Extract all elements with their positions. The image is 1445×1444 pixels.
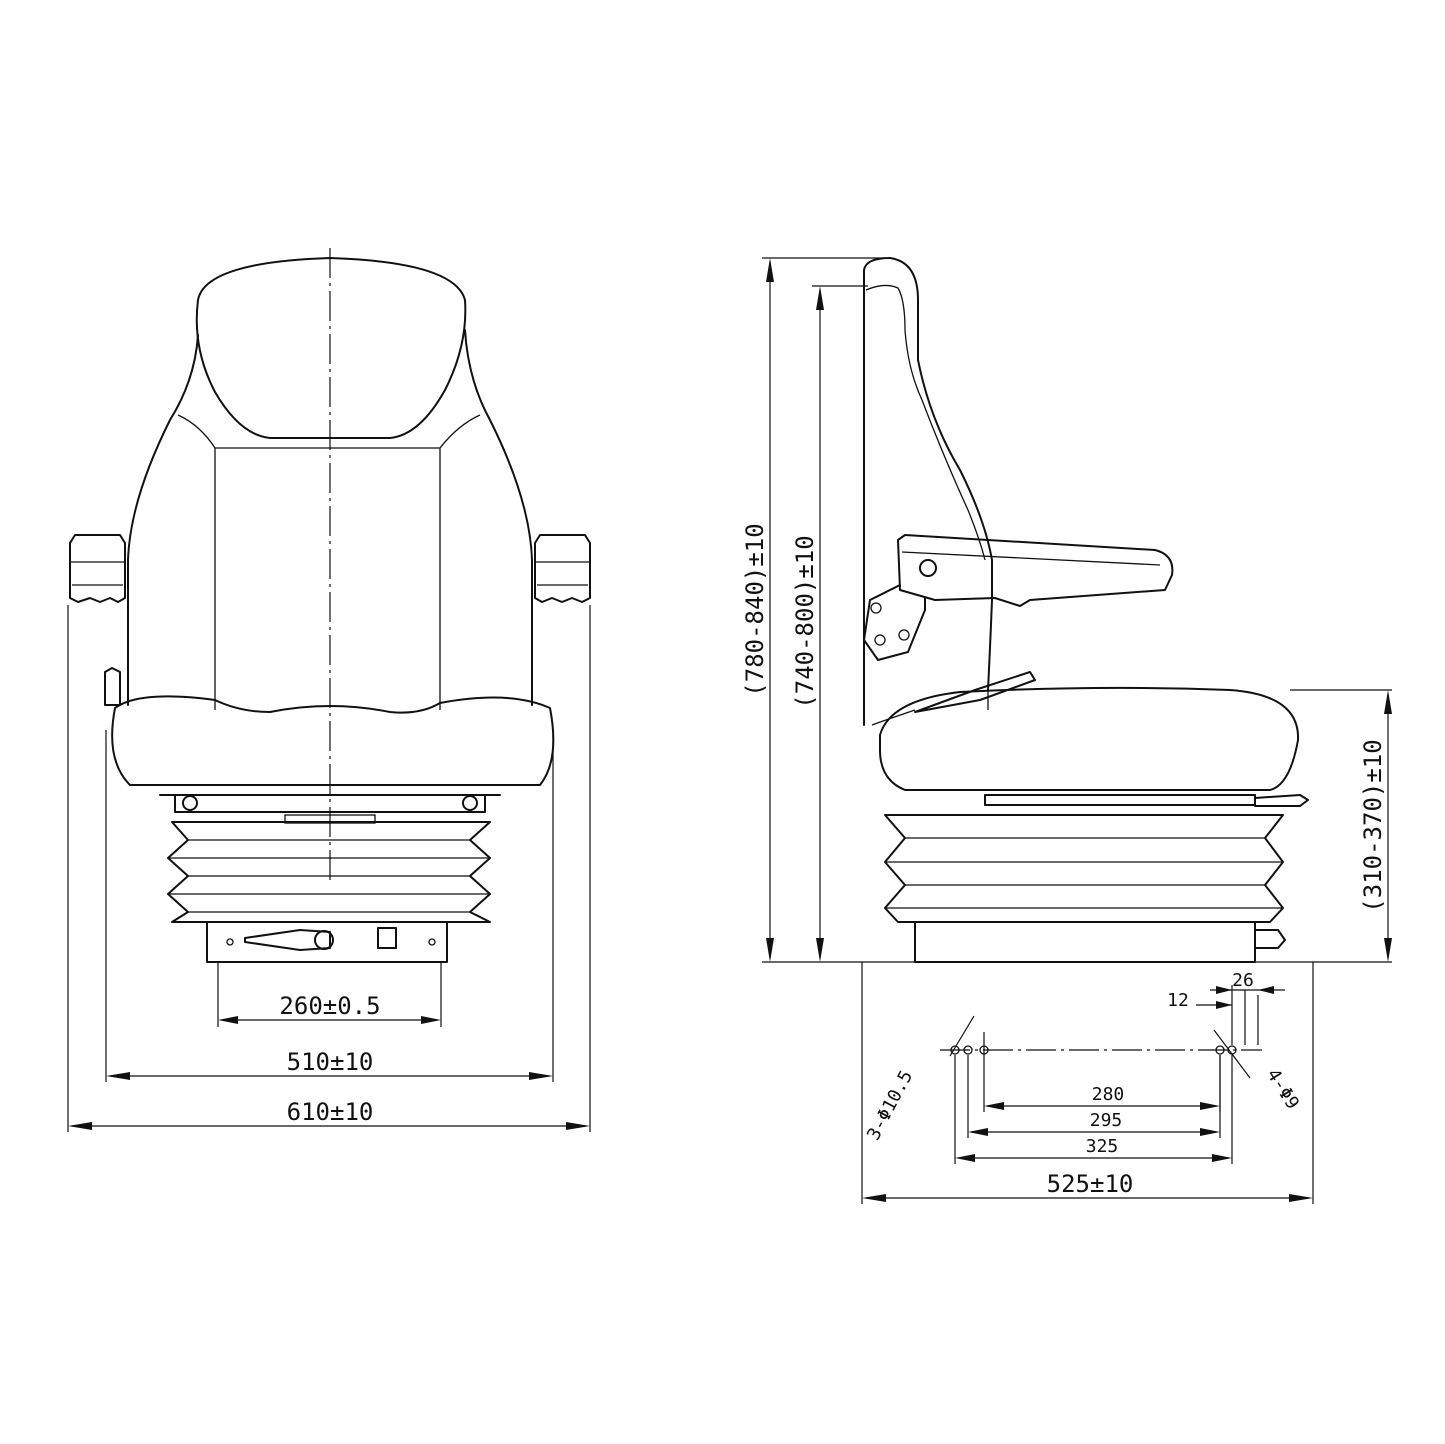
hole-callout-right: 4-Φ9 — [1262, 1065, 1303, 1113]
dim-height-cushion: (310-370)±10 — [1290, 689, 1392, 962]
side-bellows — [884, 814, 1284, 923]
side-backrest — [863, 257, 993, 726]
handle-knob — [314, 930, 334, 950]
backrest-outline — [127, 329, 533, 706]
side-base-knob — [1254, 929, 1286, 949]
hole-dim-325: 325 — [1086, 1136, 1119, 1157]
dim-base-mount-label: 260±0.5 — [279, 992, 380, 1020]
bolt-right — [462, 795, 478, 811]
side-view: (780-840)±10 (740-800)±10 (310-370)±10 — [741, 257, 1392, 1204]
side-armrest — [897, 534, 1174, 607]
hole-dim-26: 26 — [1232, 970, 1254, 991]
backrest-center-panel — [214, 448, 441, 710]
side-seat-cushion — [879, 686, 1300, 791]
suspension-top-plate — [159, 794, 501, 813]
headrest — [195, 257, 467, 439]
hole-dim-280: 280 — [1092, 1084, 1125, 1105]
dim-height-backrest-label: (740-800)±10 — [791, 535, 819, 708]
hole — [950, 1045, 960, 1055]
backrest-shoulder — [177, 414, 481, 449]
dim-height-cushion-label: (310-370)±10 — [1359, 739, 1387, 912]
hole — [1215, 1045, 1225, 1055]
armrest-left — [69, 534, 126, 603]
leader-right — [1213, 1029, 1251, 1079]
bolt-left — [182, 795, 198, 811]
dim-overall-width: 610±10 — [67, 605, 591, 1132]
armrest-pivot — [919, 559, 937, 577]
dim-base-mount: 260±0.5 — [217, 962, 442, 1027]
cushion-lever — [914, 671, 1036, 713]
dim-height-total: (780-840)±10 — [741, 257, 890, 962]
side-base — [914, 921, 1256, 963]
dim-depth: 525±10 — [861, 962, 1314, 1204]
dim-seat-width: 510±10 — [105, 730, 554, 1082]
armrest-right — [534, 534, 591, 603]
dim-height-backrest: (740-800)±10 — [791, 285, 868, 962]
hole-callout-left: 3-Φ10.5 — [863, 1067, 917, 1144]
base-box — [206, 921, 448, 963]
front-view: 260±0.5 510±10 610±10 — [67, 248, 591, 1132]
leader-left — [949, 1015, 975, 1057]
front-bellows — [167, 821, 491, 923]
side-suspension-handle — [1254, 794, 1309, 807]
seat-cushion — [111, 695, 555, 786]
hole — [963, 1045, 973, 1055]
armrest-bracket — [863, 584, 926, 661]
dim-overall-width-label: 610±10 — [287, 1098, 374, 1126]
hole-pattern: 280 295 325 12 26 3-Φ10.5 4-Φ9 — [863, 970, 1303, 1164]
dim-height-total-label: (780-840)±10 — [741, 523, 769, 696]
dim-depth-label: 525±10 — [1047, 1170, 1134, 1198]
side-lever — [104, 667, 121, 706]
hole-dim-295: 295 — [1090, 1110, 1123, 1131]
dim-seat-width-label: 510±10 — [287, 1048, 374, 1076]
side-suspension-plate — [984, 794, 1256, 806]
hole-dim-12: 12 — [1167, 990, 1189, 1011]
base-switch — [377, 927, 397, 949]
